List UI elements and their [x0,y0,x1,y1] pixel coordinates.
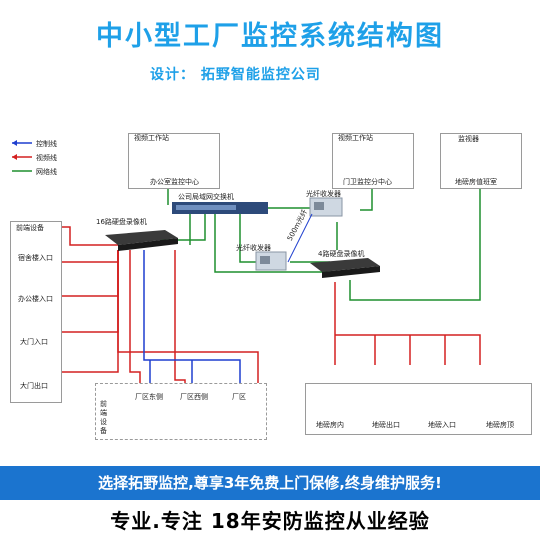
page-title: 中小型工厂监控系统结构图 [96,21,444,52]
bottom-left-heading: 前端设备 [100,400,107,435]
tagline-text: 专业.专注 18年安防监控从业经验 [110,509,430,533]
switch-device [172,202,268,214]
bottom-left-label-2: 厂区西侧 [180,393,208,401]
gate-station-title: 视频工作站 [338,134,373,142]
video-lines [50,226,481,388]
dvr4-label: 4路硬盘录像机 [318,250,365,258]
bottom-left-label-1: 厂区东侧 [135,393,163,401]
fiber-link [287,213,313,263]
slogan-banner: 选择拓野监控,尊享3年免费上门保修,终身维护服务! [0,466,540,500]
office-station-label: 办公室监控中心 [150,178,199,186]
bottom-right-group-box [305,383,532,435]
fiber-device-2 [309,197,343,217]
legend-label-control: 控制线 [36,140,57,148]
tagline-banner: 专业.专注 18年安防监控从业经验 [0,500,540,542]
dvr4-device [310,258,380,278]
monitor-station-title: 监视器 [458,135,479,143]
control-lines [143,250,241,385]
slogan-text: 选择拓野监控,尊享3年免费上门保修,终身维护服务! [98,474,442,492]
bottom-right-label-3: 地磅入口 [428,421,456,429]
fiber2-label: 光纤收发器 [306,190,341,198]
bottom-left-group-box [95,383,267,440]
dvr16-label: 16路硬盘录像机 [96,218,147,226]
monitor-station-box [440,133,522,189]
bottom-right-label-2: 地磅出口 [372,421,400,429]
left-camera-label-3: 大门入口 [20,338,48,346]
switch-label: 公司局域网交换机 [178,193,234,201]
page-subtitle: 设计： 拓野智能监控公司 [150,67,321,83]
gate-station-label: 门卫监控分中心 [343,178,392,186]
left-camera-label-2: 办公楼入口 [18,295,53,303]
left-group-box [10,221,62,403]
gate-station-box [332,133,414,189]
legend-label-video: 视频线 [36,154,57,162]
bottom-left-label-3: 厂区 [232,393,246,401]
fiber1-label: 光纤收发器 [236,244,271,252]
dvr16-device [105,230,178,251]
legend-lines [12,140,32,172]
office-station-box [128,133,220,189]
fiber-device-1 [255,251,287,271]
bottom-right-label-4: 地磅房顶 [486,421,514,429]
monitor-station-label: 地磅房值班室 [455,178,497,186]
left-group-heading: 前端设备 [16,224,44,232]
left-camera-label-1: 宿舍楼入口 [18,254,53,262]
left-camera-label-4: 大门出口 [20,382,48,390]
office-station-title: 视频工作站 [134,134,169,142]
bottom-right-label-1: 地磅房内 [316,421,344,429]
legend-label-network: 网络线 [36,168,57,176]
